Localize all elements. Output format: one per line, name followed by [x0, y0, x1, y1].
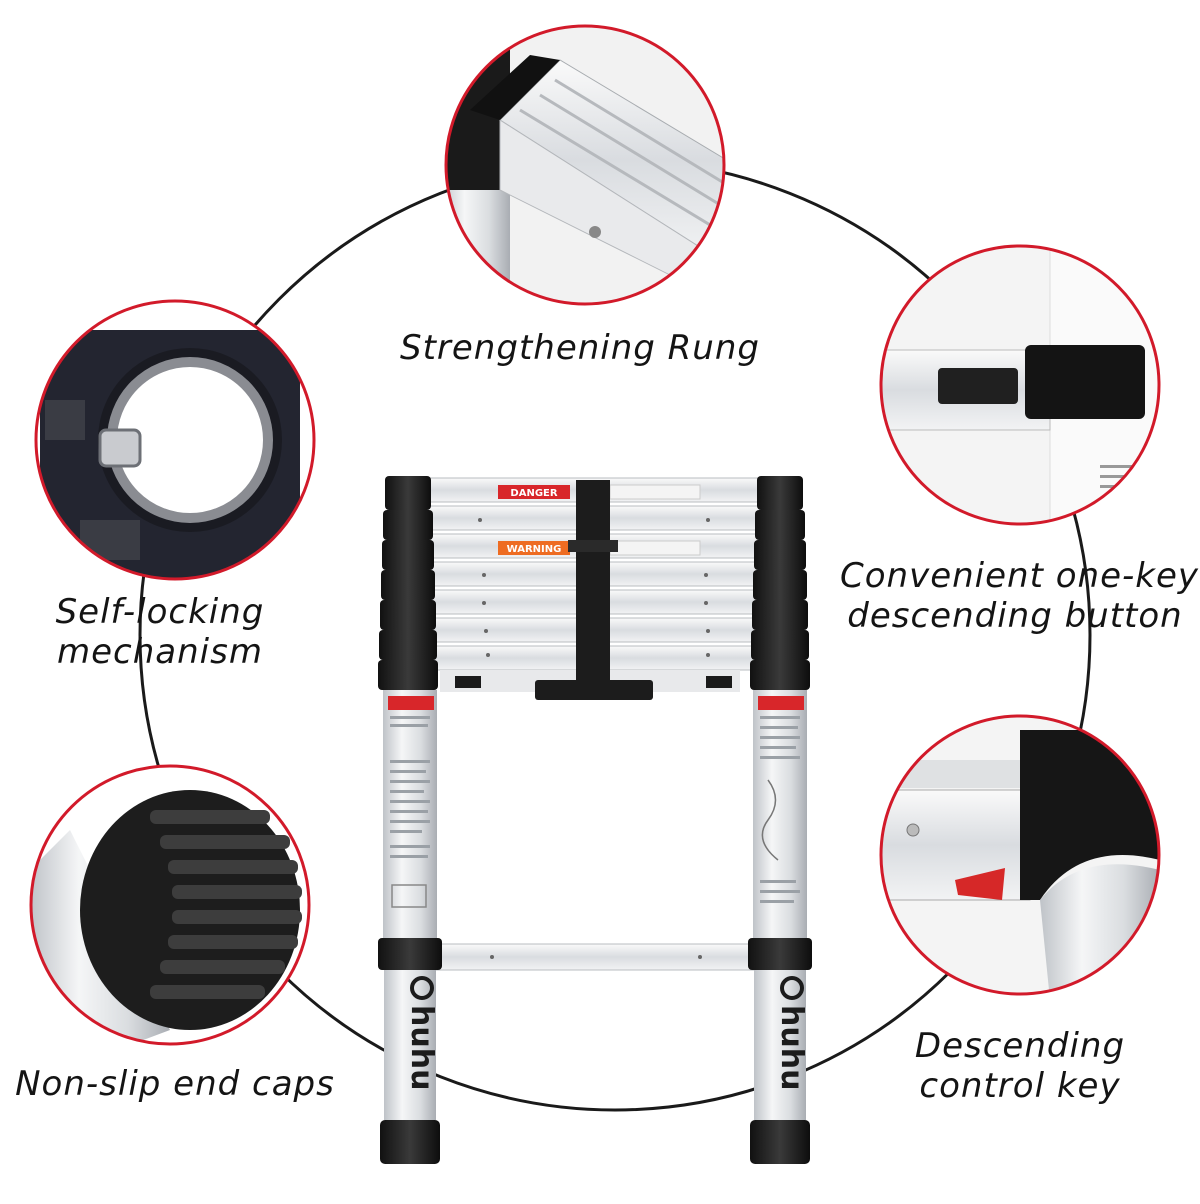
- caption-line: Strengthening Rung: [400, 328, 760, 368]
- caption-control-key: Descending control key: [905, 1026, 1135, 1106]
- caption-end-caps: Non-slip end caps: [10, 1064, 340, 1104]
- ladder-photo: DANGER WARNING: [378, 476, 812, 1164]
- caption-line: Convenient one-key: [840, 556, 1199, 596]
- brand-logo-left: huhu: [404, 1005, 439, 1090]
- strengthening-rung-photo: [444, 24, 726, 306]
- danger-label: DANGER: [510, 488, 557, 499]
- warning-sticker: [498, 541, 570, 555]
- caption-line: control key: [919, 1066, 1121, 1106]
- self-locking-photo: [34, 299, 316, 581]
- caption-line: descending button: [847, 596, 1183, 636]
- caption-line: mechanism: [57, 632, 263, 672]
- caption-strengthening-rung: Strengthening Rung: [395, 328, 765, 368]
- caption-line: Non-slip end caps: [15, 1064, 335, 1104]
- caption-descending-button: Convenient one-key descending button: [840, 556, 1199, 636]
- warning-label: WARNING: [507, 544, 562, 555]
- caption-line: Self-locking: [55, 592, 265, 632]
- brand-logo-right: huhu: [774, 1005, 809, 1090]
- caption-line: Descending: [914, 1026, 1126, 1066]
- caption-self-locking: Self-locking mechanism: [30, 592, 290, 672]
- danger-sticker: [498, 485, 570, 499]
- descending-button-photo: [879, 244, 1161, 526]
- control-key-photo: [879, 714, 1161, 996]
- end-cap-photo: [29, 764, 311, 1046]
